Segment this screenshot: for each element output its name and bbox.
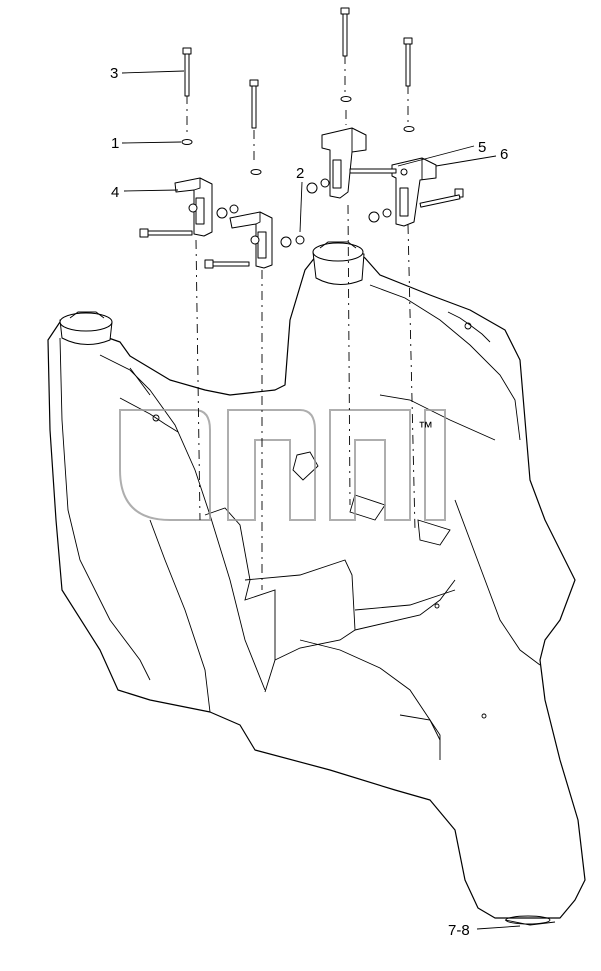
washers (181, 96, 415, 175)
embossed-marks (119, 311, 491, 433)
filler-cap-left (59, 311, 113, 345)
trademark-mark: ™ (418, 419, 433, 436)
horizontal-bolt-4 (419, 188, 464, 208)
callout-label-5: 5 (478, 139, 486, 156)
callout-label-2: 2 (296, 165, 304, 182)
callout-3: 3 (110, 65, 185, 82)
callout-6: 6 (435, 146, 508, 167)
watermark-logo: ™ (119, 409, 446, 521)
callout-label-3: 3 (110, 65, 118, 82)
bolt-2 (249, 79, 259, 129)
callout-7-8: 7-8 (448, 922, 521, 939)
horizontal-bolt-1 (139, 228, 193, 238)
bolt-4 (403, 37, 413, 87)
horizontal-bolt-2 (204, 259, 250, 269)
assembly-centerlines (186, 55, 416, 590)
callout-2: 2 (296, 165, 304, 233)
callout-label-1: 1 (111, 135, 119, 152)
callout-label-6: 6 (500, 146, 508, 163)
bracket-left-rear (174, 177, 213, 237)
tank-body (47, 245, 586, 926)
bolt-1 (182, 47, 192, 97)
filler-cap-right (312, 241, 365, 285)
callout-label-4: 4 (111, 184, 119, 201)
callout-4: 4 (111, 184, 179, 201)
callout-1: 1 (111, 135, 182, 152)
horizontal-bolt-3 (349, 168, 397, 174)
callout-5: 5 (397, 139, 486, 167)
nuts-and-washers (216, 178, 392, 248)
bracket-right-rear (321, 127, 367, 199)
bolt-3 (340, 7, 350, 57)
bracket-left-front (229, 211, 273, 269)
callout-label-7-8: 7-8 (448, 922, 470, 939)
bracket-right-front (391, 157, 437, 227)
